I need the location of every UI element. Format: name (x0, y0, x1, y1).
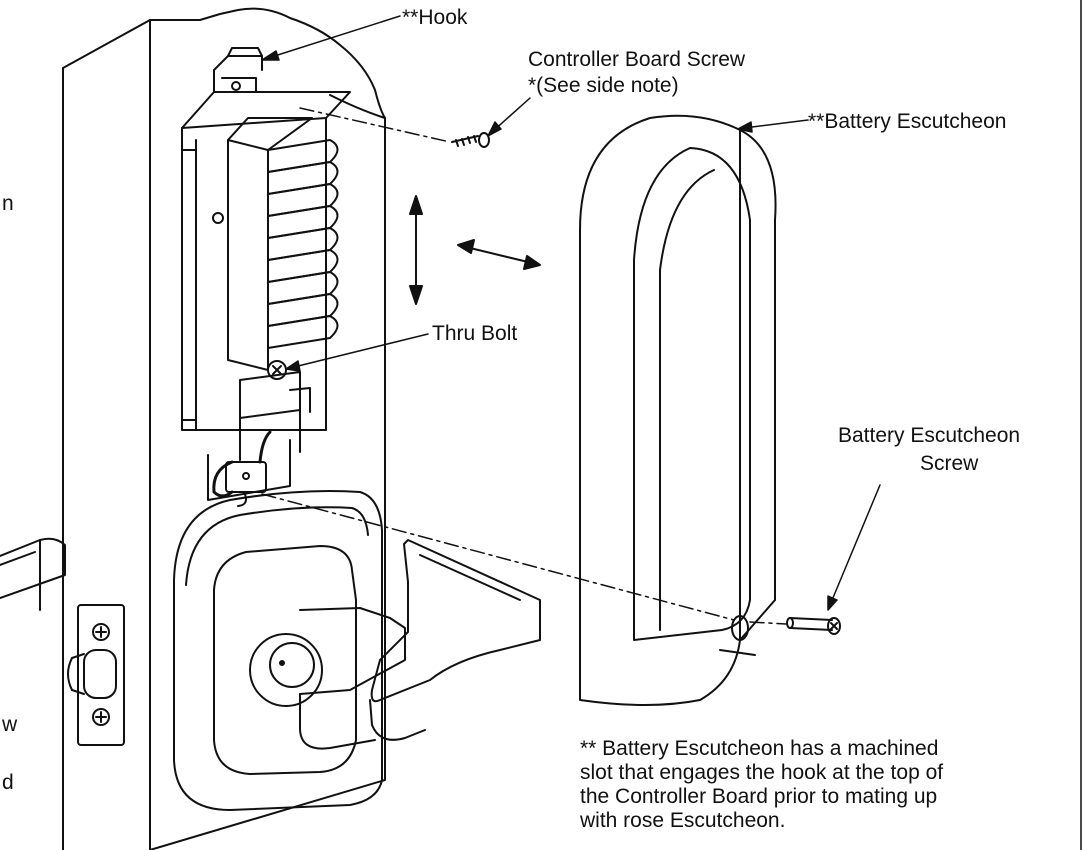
alignment-lines (261, 107, 787, 625)
see-side-note-label: *(See side note) (528, 74, 679, 97)
controller-board-screw-label: Controller Board Screw (528, 48, 746, 71)
rose-escutcheon (173, 490, 383, 811)
side-note: ** Battery Escutcheon has a machined slo… (580, 737, 944, 832)
battery-cells (267, 139, 339, 349)
controller-board-screw (451, 132, 490, 148)
battery-escutcheon-part (579, 114, 777, 706)
inside-lever-handle (0, 537, 66, 611)
battery-escutcheon-screw (786, 617, 841, 635)
latch-faceplate (67, 604, 125, 746)
thru-bolt-label: Thru Bolt (432, 322, 518, 345)
leader-lines (261, 15, 881, 611)
cropped-text-fragment: n (2, 192, 14, 215)
hook-label: **Hook (402, 6, 468, 29)
battery-escutcheon-screw-label-line1: Battery Escutcheon (838, 424, 1021, 447)
door-slab (62, 7, 386, 850)
battery-escutcheon-screw-label-line2: Screw (920, 452, 979, 475)
hook-leader-arrow (261, 50, 280, 61)
cropped-text-fragment: w (2, 713, 18, 736)
controller-board (181, 47, 351, 507)
cropped-text-fragment: d (2, 771, 14, 794)
battery-escutcheon-label: **Battery Escutcheon (808, 110, 1007, 133)
motion-arrows (409, 195, 541, 305)
outside-lever (249, 539, 541, 750)
